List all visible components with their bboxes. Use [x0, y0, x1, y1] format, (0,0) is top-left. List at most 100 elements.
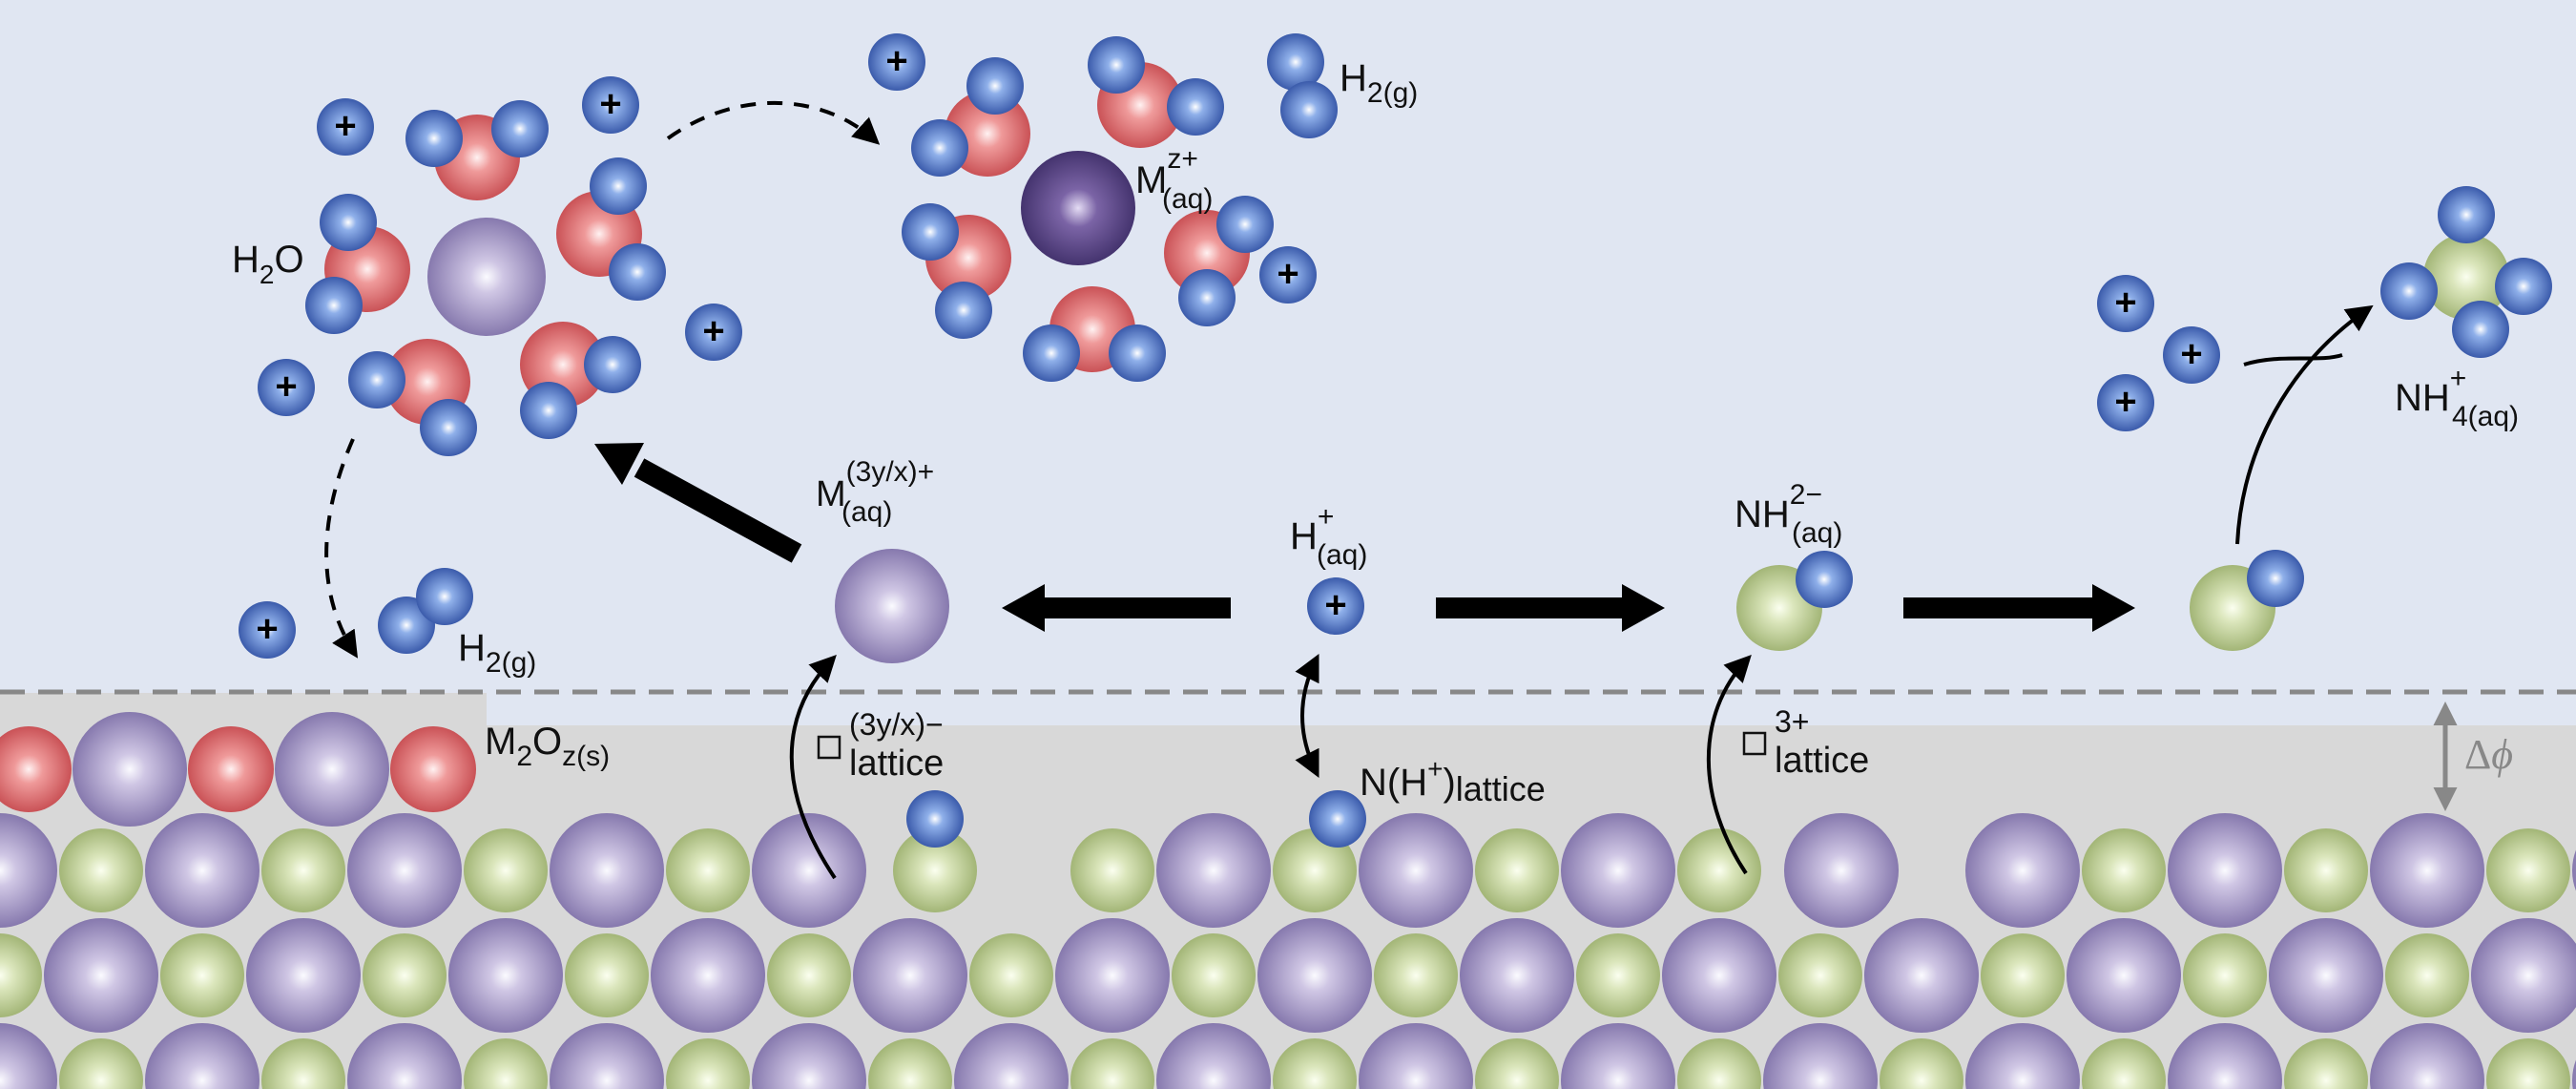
square-vacancy-icon — [1742, 731, 1767, 756]
lattice-proton — [1309, 790, 1366, 848]
ammonium-hydrogen — [2380, 262, 2438, 320]
nitrogen-atom — [261, 828, 345, 912]
metal-atom — [2370, 1023, 2484, 1089]
plus-icon: + — [702, 310, 724, 352]
metal-atom — [2572, 849, 2576, 891]
nitrogen-atom — [59, 1038, 143, 1089]
oxygen-atom — [0, 726, 72, 812]
plus-icon: + — [2114, 381, 2136, 423]
proton — [239, 601, 296, 659]
h2-atom — [1267, 33, 1324, 91]
nitrogen-atom — [2284, 1038, 2368, 1089]
plus-icon: + — [1324, 584, 1346, 626]
plus-icon: + — [275, 366, 297, 408]
water-hydrogen — [935, 282, 992, 339]
nitrogen-atom — [1475, 1038, 1559, 1089]
water-hydrogen — [584, 336, 641, 393]
metal-atom — [1763, 1023, 1878, 1089]
nitrogen-atom — [1778, 933, 1862, 1017]
ammonium-hydrogen — [2495, 258, 2552, 315]
metal-atom — [145, 1023, 260, 1089]
water-hydrogen — [520, 382, 577, 439]
label-proton-lattice: N(H+)lattice — [1360, 754, 1546, 808]
nitrogen-atom — [464, 828, 548, 912]
metal-atom — [347, 1023, 462, 1089]
metal-atom — [550, 1023, 664, 1089]
metal-atom — [0, 1023, 57, 1089]
metal-atom — [752, 813, 866, 928]
oxygen-atom — [188, 726, 274, 812]
water-hydrogen — [1023, 325, 1080, 382]
label-metal-ion-aq: Mz+(aq) — [1135, 143, 1213, 215]
plus-icon: + — [1277, 253, 1298, 295]
arrow-to-hydration-shell — [634, 458, 802, 563]
surface-proton — [906, 790, 964, 848]
metal-atom — [1561, 813, 1675, 928]
metal-atom — [1965, 813, 2080, 928]
metal-atom — [1460, 918, 1574, 1033]
nitrogen-atom — [1273, 828, 1357, 912]
water-hydrogen — [1167, 78, 1224, 136]
nh-hydrogen — [2247, 550, 2304, 607]
metal-ion-center — [427, 218, 546, 336]
dashed-arrow-hydration — [666, 100, 881, 145]
metal-atom — [1156, 1023, 1271, 1089]
water-hydrogen — [1178, 269, 1236, 326]
proton — [1307, 577, 1364, 635]
oxide-background — [0, 693, 487, 731]
proton — [1259, 246, 1317, 304]
metal-ion-hydrated — [1021, 151, 1135, 265]
h2-atom — [1280, 81, 1338, 138]
proton — [2163, 326, 2220, 384]
water-hydrogen — [1109, 325, 1166, 382]
plus-icon: + — [2180, 333, 2202, 375]
arrow-proton-exchange — [1295, 653, 1319, 779]
plus-icon: + — [885, 40, 907, 82]
water-hydrogen — [911, 119, 968, 177]
water-hydrogen — [966, 57, 1024, 115]
nitrogen-atom — [767, 933, 851, 1017]
nitrogen-atom — [893, 828, 977, 912]
nitrogen-atom — [2183, 933, 2267, 1017]
water-hydrogen — [1088, 36, 1145, 94]
metal-atom — [752, 1023, 866, 1089]
water-hydrogen — [420, 399, 477, 456]
water-hydrogen — [609, 243, 666, 301]
proton — [868, 33, 925, 91]
dissolved-metal-ion — [835, 549, 949, 663]
ammonium-hydrogen — [2438, 186, 2495, 243]
label-oxide-solid: M2Oz(s) — [485, 721, 610, 772]
arrow-metal-dissolution — [789, 654, 837, 880]
label-nitrogen-vacancy: 3+lattice — [1775, 704, 1869, 781]
nitrogen-atom — [1880, 1038, 1963, 1089]
h2-atom — [416, 568, 473, 625]
nitrogen-atom — [1475, 828, 1559, 912]
nitrogen-atom — [1677, 828, 1761, 912]
metal-atom — [1784, 813, 1899, 928]
nitrogen-atom — [261, 1038, 345, 1089]
metal-atom — [853, 918, 967, 1033]
water-hydrogen — [405, 110, 463, 167]
label-h2o: H2O — [232, 239, 304, 289]
nitrogen-atom — [1172, 933, 1256, 1017]
nitrogen-atom — [1070, 828, 1154, 912]
proton — [2097, 275, 2154, 332]
label-potential-drop: Δϕ — [2464, 731, 2513, 778]
metal-atom — [73, 712, 187, 827]
water-hydrogen — [348, 351, 405, 408]
plus-icon: + — [2114, 282, 2136, 324]
metal-atom — [1156, 813, 1271, 928]
metal-atom — [0, 813, 57, 928]
nitrogen-atom — [1576, 933, 1660, 1017]
metal-atom — [1864, 918, 1979, 1033]
arrow-protonation — [2235, 304, 2374, 545]
nitrogen-atom — [2082, 1038, 2166, 1089]
proton — [582, 76, 639, 134]
nitrogen-atom — [565, 933, 649, 1017]
proton — [317, 98, 374, 156]
metal-atom — [145, 813, 260, 928]
metal-atom — [2471, 918, 2576, 1033]
water-hydrogen — [305, 277, 363, 334]
nitrogen-atom — [363, 933, 447, 1017]
metal-atom — [44, 918, 158, 1033]
